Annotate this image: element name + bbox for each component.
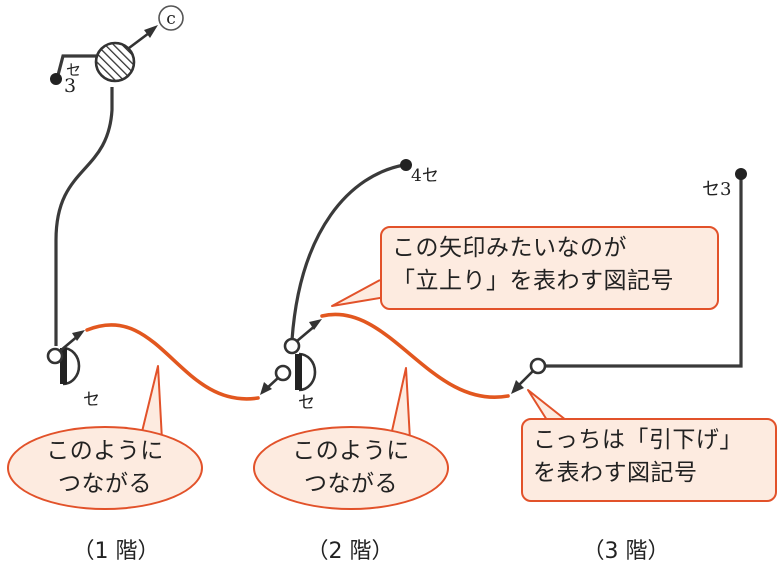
connect-callout-2: このように つながる <box>253 426 449 510</box>
floor1-branch-wire <box>55 54 96 80</box>
se-floor1-label: セ <box>83 390 100 410</box>
arrow-head-icon <box>144 25 158 38</box>
connect1-callout-tail <box>139 365 163 441</box>
floor3-main-wire <box>546 175 743 368</box>
connect2-callout-tail <box>389 367 411 441</box>
connection-curve-1-2 <box>85 323 260 401</box>
floor1-main-wire <box>54 87 114 346</box>
c-circle-icon: c <box>158 5 184 31</box>
c-label: c <box>166 9 176 29</box>
connection-curves <box>85 312 510 401</box>
drop-callout: こっちは「引下げ」 を表わす図記号 <box>521 418 777 502</box>
outlet-dot-icon <box>50 73 62 85</box>
floor3-drop-symbol <box>511 357 547 394</box>
floor2-main-wire <box>290 163 405 341</box>
floor3-wiring <box>546 175 743 368</box>
floor2-riser-drop-symbol <box>260 319 322 395</box>
se3-top-label: セ <box>66 61 82 79</box>
distribution-board-icon <box>94 41 136 83</box>
se4-label: 4セ <box>411 166 439 186</box>
outlet-dot-icon <box>400 159 412 171</box>
connection-curve-2-3 <box>320 312 510 400</box>
floor1-riser-symbol <box>46 330 85 386</box>
riser-callout: この矢印みたいなのが 「立上り」を表わす図記号 <box>380 226 719 310</box>
connect-callout-1: このように つながる <box>7 426 203 510</box>
floor-3-caption: （3 階） <box>582 539 670 564</box>
floor1-wiring <box>54 54 114 346</box>
outlet-dot-icon <box>735 168 747 180</box>
riser-callout-tail <box>331 279 393 307</box>
se-floor2-label: セ <box>298 393 315 413</box>
se3-top-number: 3 <box>64 75 77 97</box>
floor-1-caption: （1 階） <box>72 539 160 564</box>
floor2-wiring <box>290 163 405 341</box>
se3-right-label: セ3 <box>702 179 732 200</box>
floor-2-caption: （2 階） <box>306 539 394 564</box>
